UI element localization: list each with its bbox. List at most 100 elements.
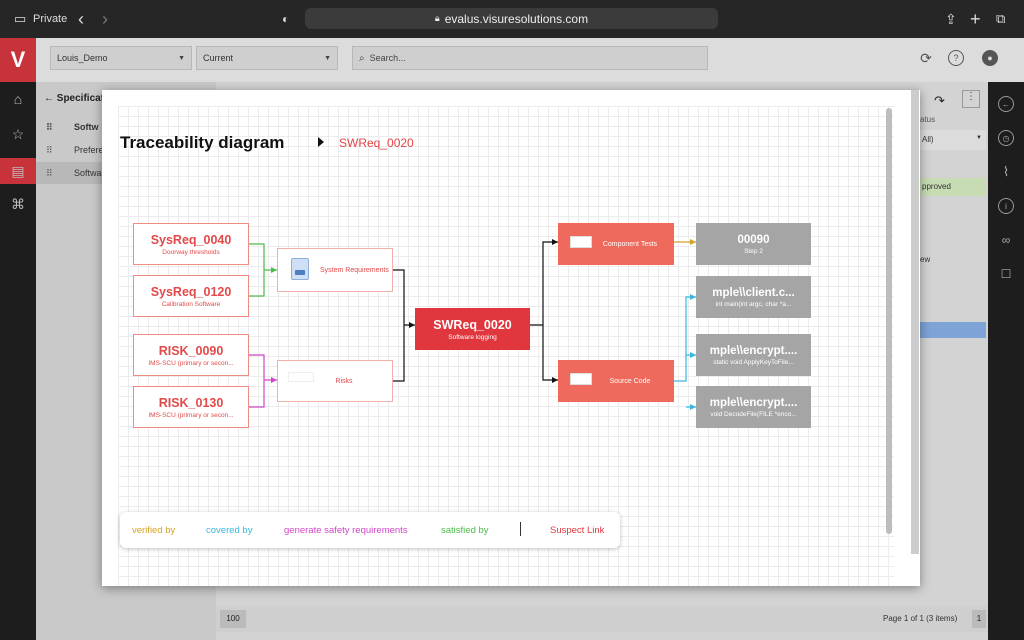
app-logo[interactable]: V	[0, 38, 36, 82]
drag-handle-icon[interactable]: ⠿	[46, 121, 53, 132]
legend-verified-by: verified by	[132, 525, 176, 536]
node-title: 00090	[737, 233, 770, 246]
address-bar[interactable]: 🔒︎ evalus.visuresolutions.com	[305, 8, 718, 29]
arrowhead	[690, 239, 696, 245]
help-icon[interactable]: ?	[948, 50, 964, 66]
home-icon[interactable]: ⌂	[13, 91, 23, 107]
shield-icon[interactable]: ◐	[282, 12, 290, 26]
document-icon-band	[295, 270, 305, 275]
legend-satisfied-by: satisfied by	[441, 525, 489, 536]
link-icon[interactable]: ∞	[1001, 233, 1011, 247]
search-input[interactable]: ⌕ Search...	[352, 46, 708, 70]
private-mode-label: Private	[33, 13, 68, 25]
node-swreq-0020[interactable]: SWReq_0020 Software logging	[415, 308, 530, 350]
arrowhead	[409, 322, 415, 328]
node-subtitle: IMS-SCU (primary or secon...	[148, 359, 234, 367]
tree-item[interactable]: ⠿ Prefere	[36, 139, 216, 161]
page-size-select[interactable]: 100	[220, 610, 246, 628]
arrow-left-icon[interactable]: ←	[998, 96, 1014, 112]
canvas-scrollbar[interactable]	[886, 108, 892, 534]
new-tab-icon[interactable]: +	[970, 8, 981, 29]
modal-scrollbar-track[interactable]	[911, 90, 919, 554]
page-1-button[interactable]: 1	[972, 610, 986, 628]
node-risk-0090[interactable]: RISK_0090 IMS-SCU (primary or secon...	[133, 334, 249, 376]
lock-icon: 🔒︎	[434, 13, 440, 23]
node-subtitle: int main(int argc, char *a...	[715, 300, 792, 308]
node-risks[interactable]: Risks	[277, 360, 393, 402]
node-sysreq-0040[interactable]: SysReq_0040 Doorway thresholds	[133, 223, 249, 265]
node-subtitle: Calibration Software	[161, 300, 221, 308]
grid-footer: 100 Page 1 of 1 (3 items) 1	[216, 606, 988, 632]
attachment-icon[interactable]: ⌇	[1002, 164, 1010, 179]
node-title: RISK_0130	[158, 395, 224, 410]
node-title: SWReq_0020	[433, 317, 512, 332]
node-title: RISK_0090	[158, 343, 224, 358]
project-select-value: Louis_Demo	[57, 53, 108, 63]
status-filter-value: All)	[922, 135, 934, 144]
node-risk-0130[interactable]: RISK_0130 IMS-SCU (primary or secon...	[133, 386, 249, 428]
thumbnail-icon	[570, 373, 592, 385]
tabs-overview-icon[interactable]: ⧉	[996, 11, 1006, 26]
sidebar-toggle-icon[interactable]: ▭	[14, 11, 27, 26]
drag-handle-icon[interactable]: ⠿	[46, 144, 53, 155]
user-avatar-icon[interactable]: ●	[982, 50, 998, 66]
history-icon[interactable]: ◷	[998, 130, 1014, 146]
back-label: Specificat	[56, 93, 105, 104]
tree-item[interactable]: ⠿ Softw	[36, 116, 216, 138]
arrowhead	[552, 239, 558, 245]
baseline-select-value: Current	[203, 53, 234, 63]
back-arrow-icon[interactable]: ‹	[78, 8, 84, 29]
drag-handle-icon[interactable]: ⠿	[46, 167, 53, 178]
legend-generate-safety-requirements: generate safety requirements	[284, 525, 408, 536]
connector	[530, 241, 558, 381]
refresh-icon[interactable]: ⟳	[920, 49, 932, 66]
thumbnail-icon	[288, 372, 314, 382]
node-subtitle: IMS-SCU (primary or secon...	[148, 411, 234, 419]
node-code-encrypt-2[interactable]: mple\\encrypt.... void DecodeFile(FILE *…	[696, 386, 811, 428]
document-icon[interactable]: ▤	[0, 158, 36, 184]
node-subtitle: static void ApplyKeyToFile...	[713, 358, 794, 366]
node-code-client[interactable]: mple\\client.c... int main(int argc, cha…	[696, 276, 811, 318]
right-tool-rail: ← ◷ ⌇ i ∞ ☐	[988, 82, 1024, 640]
back-to-specifications[interactable]: ← Specificat	[44, 93, 105, 104]
node-label: Source Code	[609, 377, 651, 385]
tree-item-label: Prefere	[74, 145, 104, 155]
node-label: Risks	[335, 377, 353, 385]
diagram-requirement-id: SWReq_0020	[339, 136, 414, 150]
covered-connector	[674, 296, 696, 408]
status-filter[interactable]: All) ▼	[920, 130, 986, 150]
arrowhead	[690, 404, 696, 410]
node-title: mple\\encrypt....	[709, 396, 798, 409]
node-title: mple\\client.c...	[712, 286, 795, 299]
status-badge: pproved	[920, 178, 986, 196]
more-options-icon[interactable]: ⋮	[962, 90, 980, 108]
comments-icon[interactable]: ☐	[1000, 267, 1012, 281]
baseline-select[interactable]: Current ▼	[196, 46, 338, 70]
project-select[interactable]: Louis_Demo ▼	[50, 46, 192, 70]
chevron-down-icon: ▼	[178, 54, 185, 62]
tree-item-label: Softw	[74, 122, 99, 132]
legend-suspect-link: Suspect Link	[550, 525, 605, 536]
arrowhead	[690, 352, 696, 358]
status-column-header: atus	[920, 115, 936, 124]
hierarchy-icon[interactable]: ⌘	[11, 195, 25, 212]
node-label: System Requirements	[320, 266, 389, 274]
legend-covered-by: covered by	[206, 525, 253, 536]
diagram-legend: verified by covered by generate safety r…	[120, 512, 620, 548]
chevron-down-icon: ▼	[976, 135, 982, 141]
arrowhead	[271, 377, 277, 383]
star-icon[interactable]: ☆	[11, 125, 25, 142]
arrowhead	[552, 377, 558, 383]
node-test-00090[interactable]: 00090 Step 2	[696, 223, 811, 265]
node-sysreq-0120[interactable]: SysReq_0120 Calibration Software	[133, 275, 249, 317]
status-cell: ew	[920, 255, 931, 264]
redo-icon[interactable]: ↷	[934, 93, 945, 108]
arrowhead	[271, 267, 277, 273]
forward-arrow-icon[interactable]: ›	[102, 8, 108, 29]
chevron-down-icon: ▼	[324, 54, 331, 62]
node-code-encrypt-1[interactable]: mple\\encrypt.... static void ApplyKeyTo…	[696, 334, 811, 376]
info-icon[interactable]: i	[998, 198, 1014, 214]
selected-row[interactable]	[920, 322, 986, 338]
share-icon[interactable]: ⇪	[945, 10, 957, 27]
thumbnail-icon	[570, 236, 592, 248]
